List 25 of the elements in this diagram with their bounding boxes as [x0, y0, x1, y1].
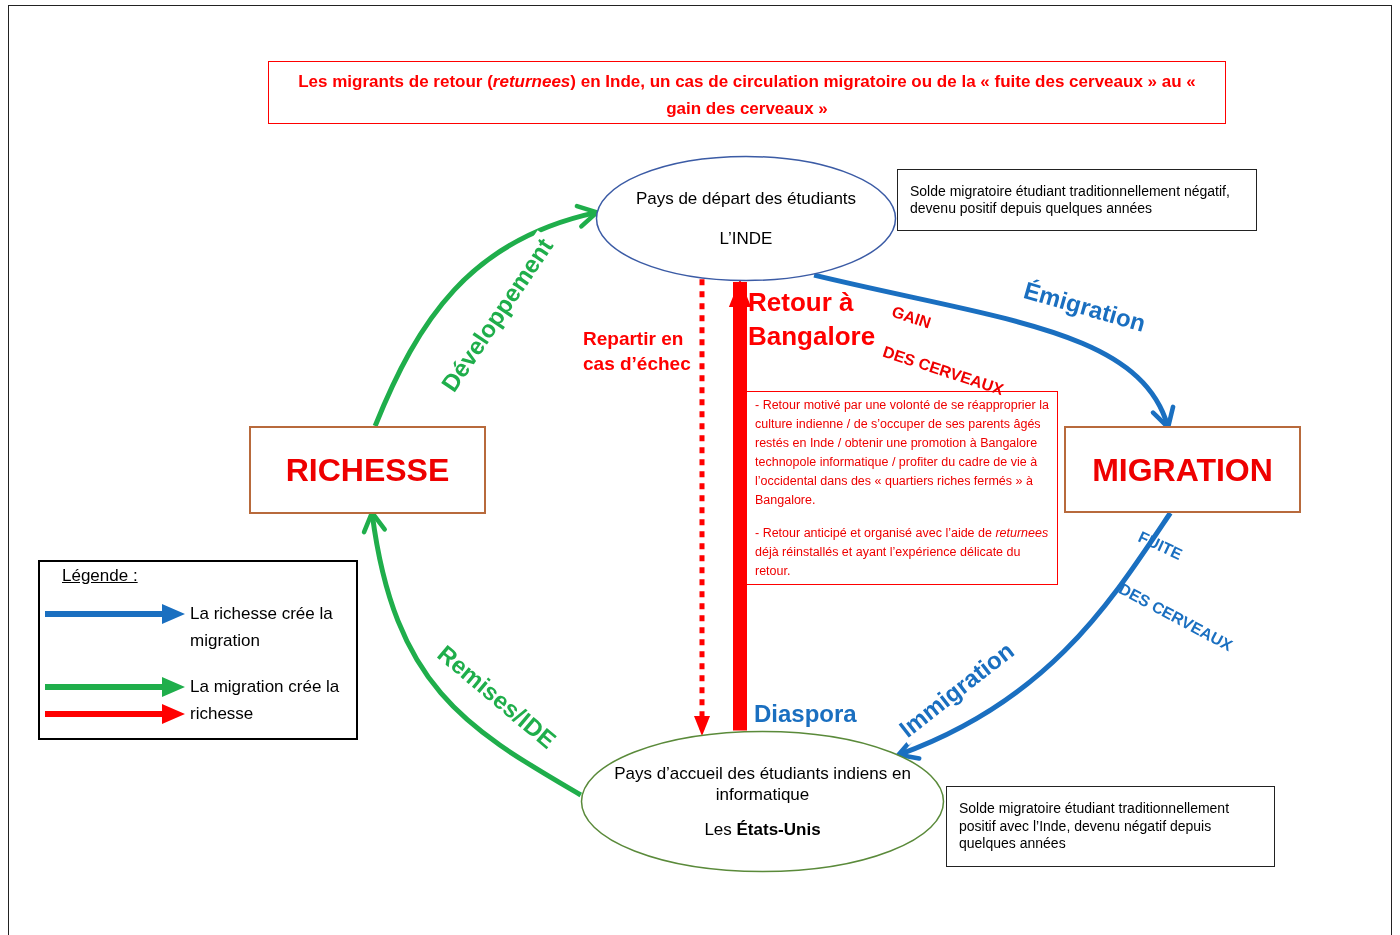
concept-box	[249, 426, 486, 514]
concept-label: MIGRATION	[1092, 450, 1273, 490]
note-paragraph: - Retour motivé par une volonté de se réapproprier la culture indienne / de s’occuper de ses parents âgés restés en Inde / obtenir une promotion à Bangalore technopole informatique / profiter du cadre de vie à l’occidental dans des « quartiers riches fermés » à Bangalore.	[755, 396, 1049, 509]
note-text: Solde migratoire étudiant traditionnellement négatif, devenu positif depuis quelques années	[910, 182, 1231, 218]
arrow	[694, 279, 710, 737]
edge-label: Repartir en cas d’échec	[582, 327, 692, 376]
arrow	[896, 511, 1173, 760]
concept-box	[1064, 426, 1301, 513]
title-text: Les migrants de retour (returnees) en Inde, un cas de circulation migratoire ou de la « fuite des cerveaux » au « gain des cerveaux »	[268, 61, 1226, 124]
legend-text: La migration crée la richesse	[190, 676, 341, 725]
edge-label: Retour à Bangalore	[747, 286, 877, 353]
note-text: Solde migratoire étudiant traditionnellement positif avec l’Inde, devenu négatif depuis quelques années	[959, 800, 1231, 853]
country-label: Les États-Unis	[704, 819, 821, 841]
concept-label: RICHESSE	[285, 451, 450, 490]
arrow	[728, 279, 752, 731]
note-box	[897, 169, 1257, 231]
country-label: Pays de départ des étudiants	[635, 188, 857, 210]
note-paragraph: - Retour anticipé et organisé avec l’aide de returnees déjà réinstallés et ayant l’expérience délicate du retour.	[755, 524, 1049, 580]
country-label: L’INDE	[719, 227, 773, 249]
note-box	[946, 786, 1275, 867]
rotated-label: GAIN	[889, 303, 934, 333]
diagram-label: Diaspora	[754, 700, 857, 728]
legend-text: La richesse crée la migration	[190, 603, 334, 652]
legend-title: Légende :	[62, 566, 138, 586]
country-label: Pays d’accueil des étudiants indiens en informatique	[613, 762, 912, 806]
